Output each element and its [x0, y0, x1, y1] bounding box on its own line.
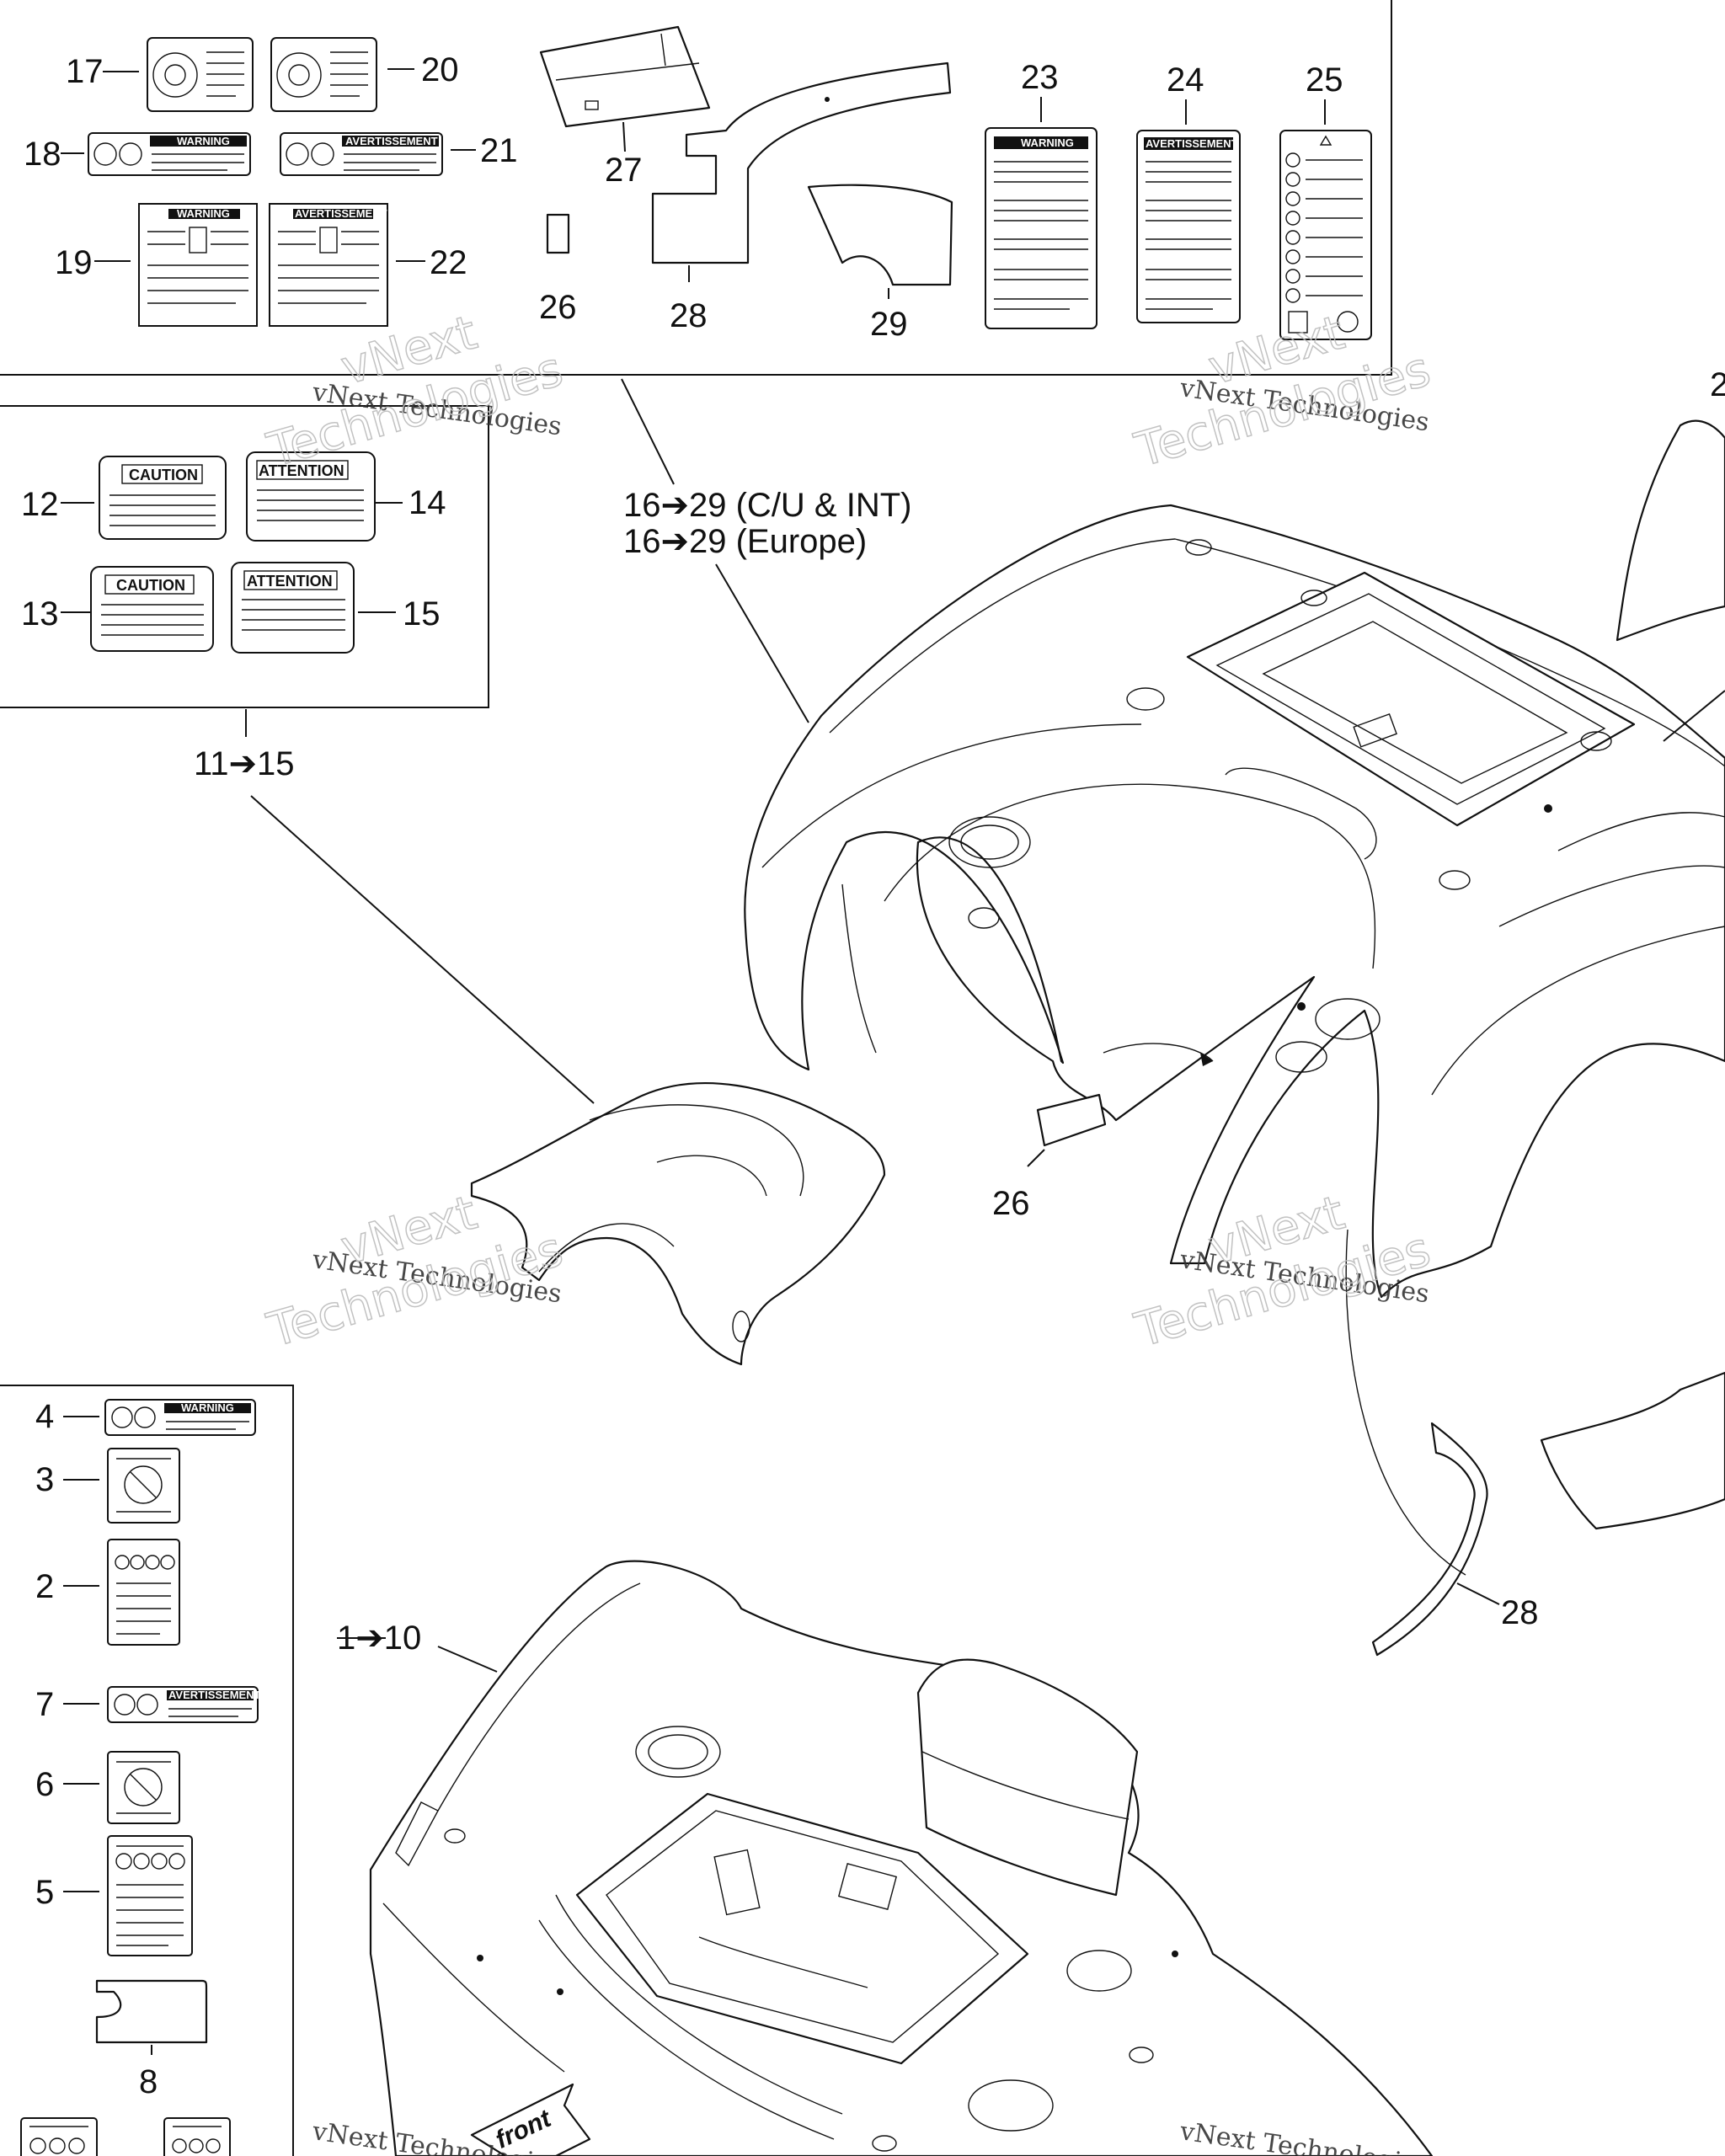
callout-24: 24 [1167, 61, 1204, 99]
decal-panel-middle: 12 CAUTION ATTENTION 14 13 CAUTION [0, 405, 595, 1104]
decal-12-heading: CAUTION [129, 467, 198, 483]
callout-2: 2 [35, 1568, 54, 1605]
group-label-11-15: 11➔15 [194, 745, 295, 782]
decal-24: AVERTISSEMENT [1136, 130, 1241, 323]
callout-6: 6 [35, 1766, 54, 1803]
callout-27: 27 [605, 152, 643, 189]
callout-2-partial: 2 [1710, 366, 1725, 403]
callout-29: 29 [870, 306, 908, 343]
part-cutoff-right-mid [1540, 1371, 1725, 1530]
decal-18-heading: WARNING [177, 135, 230, 147]
decal-21: AVERTISSEMENT [280, 132, 443, 176]
decal-20 [270, 37, 377, 112]
callout-3: 3 [35, 1461, 54, 1498]
callout-23: 23 [1021, 59, 1059, 96]
decal-22: AVERTISSEMENT [269, 203, 388, 327]
decal-21-heading: AVERTISSEMENT [345, 135, 438, 147]
front-fender-body [369, 1560, 1434, 2156]
decal-8-patch [95, 1979, 208, 2044]
decal-panel-top: 17 20 18 WARNING [0, 0, 1392, 376]
group-label-1-10: 1➔10 [337, 1620, 421, 1657]
decal-19: WARNING [138, 203, 258, 327]
decal-9-partial [20, 2117, 98, 2156]
callout-12: 12 [21, 486, 59, 523]
callout-25: 25 [1306, 61, 1343, 99]
callout-26-top: 26 [539, 289, 577, 326]
inner-mudguard [470, 1082, 886, 1366]
part-27-patch [539, 25, 711, 128]
callout-19: 19 [55, 244, 93, 281]
callout-28-fender: 28 [1501, 1594, 1539, 1631]
decal-4-heading: WARNING [181, 1401, 234, 1414]
decal-25 [1279, 130, 1372, 340]
part-28-patch [651, 61, 952, 264]
callout-28-top: 28 [670, 297, 708, 334]
decal-15: ATTENTION [231, 562, 355, 654]
callout-7: 7 [35, 1686, 54, 1723]
callout-5: 5 [35, 1874, 54, 1911]
decal-12: CAUTION [99, 456, 227, 540]
decal-23-heading: WARNING [1021, 136, 1074, 149]
callout-8: 8 [139, 2063, 158, 2100]
decal-24-heading: AVERTISSEMENT [1146, 137, 1238, 150]
decal-18: WARNING [88, 132, 251, 176]
part-28-fender [1371, 1422, 1488, 1657]
part-26-small [546, 213, 570, 254]
callout-18: 18 [24, 136, 61, 173]
decal-7-heading: AVERTISSEMENT [168, 1689, 261, 1701]
callout-13: 13 [21, 595, 59, 632]
callout-14: 14 [409, 484, 446, 521]
decal-15-heading: ATTENTION [247, 573, 333, 590]
decal-22-heading: AVERTISSEMENT [295, 207, 387, 220]
decal-3 [107, 1448, 180, 1524]
decal-14-heading: ATTENTION [259, 462, 344, 479]
decal-panel-bottom: 4 WARNING 3 2 7 [0, 1385, 294, 2156]
group-label-16-29-cu-int: 16➔29 (C/U & INT) [623, 487, 911, 524]
decal-13-heading: CAUTION [116, 577, 185, 594]
decal-5 [107, 1835, 193, 1956]
decal-17 [147, 37, 254, 112]
decal-13: CAUTION [90, 566, 214, 652]
decal-7: AVERTISSEMENT [107, 1686, 261, 1723]
callout-17: 17 [66, 53, 104, 90]
callout-4: 4 [35, 1398, 54, 1435]
decal-6 [107, 1751, 180, 1824]
group-label-16-29-europe: 16➔29 (Europe) [623, 523, 867, 560]
decal-14: ATTENTION [246, 451, 376, 542]
callout-26-fender: 26 [992, 1185, 1030, 1222]
decal-23: WARNING [985, 127, 1097, 329]
callout-21: 21 [480, 132, 518, 169]
front-direction-arrow: front [470, 2083, 591, 2156]
part-29-patch [807, 184, 953, 286]
decal-10-partial [163, 2117, 231, 2156]
rear-fender-body [744, 504, 1725, 1299]
callout-22: 22 [430, 244, 467, 281]
decal-2 [107, 1539, 180, 1646]
callout-15: 15 [403, 595, 441, 632]
decal-4: WARNING [104, 1399, 256, 1436]
part-cutoff-right-top [1616, 419, 1725, 642]
callout-20: 20 [421, 51, 459, 88]
decal-19-heading: WARNING [177, 207, 230, 220]
